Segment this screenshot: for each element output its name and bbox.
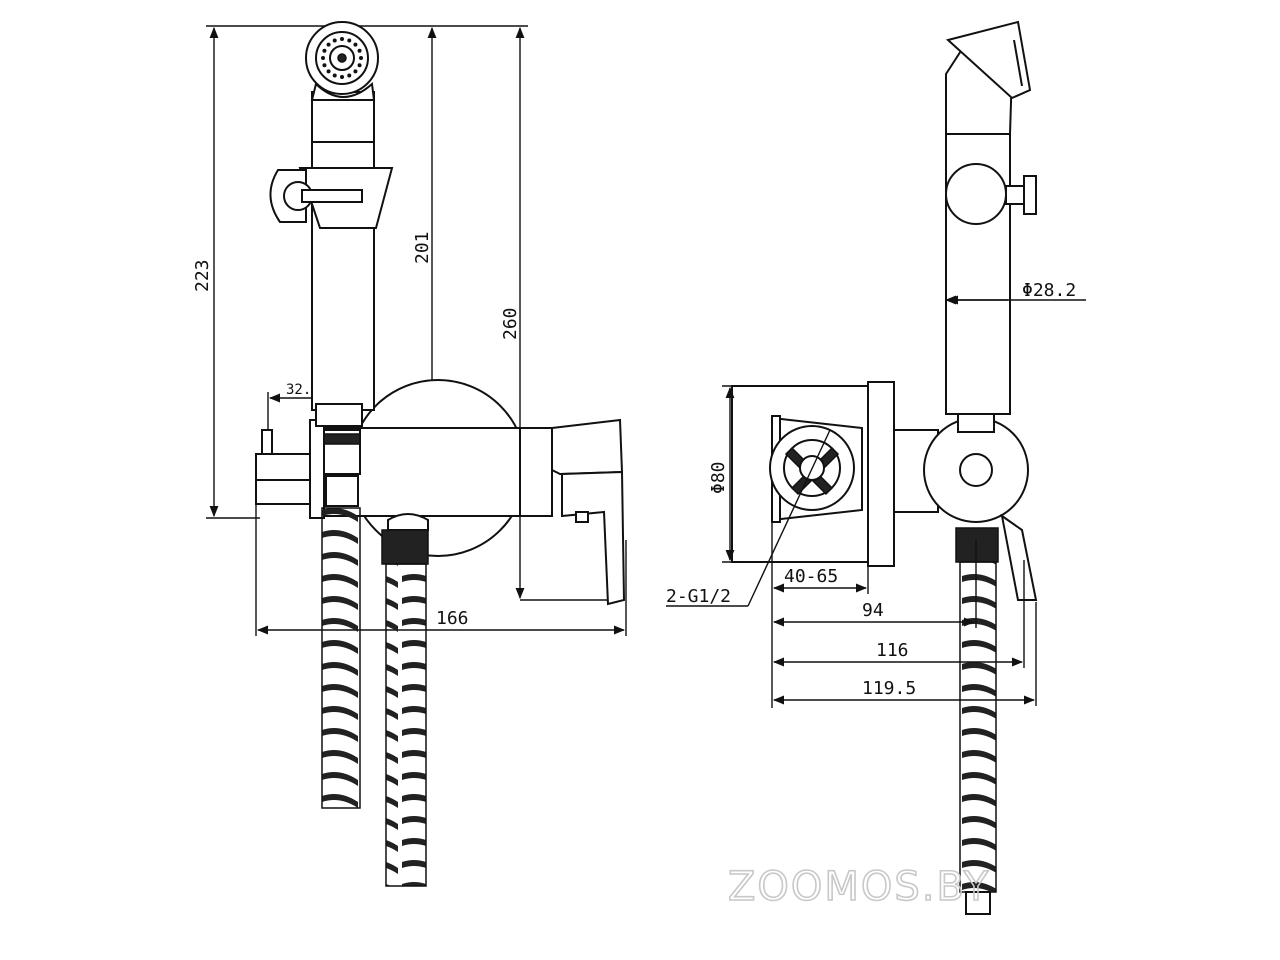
dim-119-5-label: 119.5 bbox=[862, 678, 916, 699]
nozzle-hole bbox=[353, 42, 358, 47]
side-handle-body bbox=[945, 20, 1032, 415]
side-valve-body bbox=[923, 411, 1038, 601]
side-lever bbox=[945, 163, 1037, 225]
nozzle-hole bbox=[347, 38, 352, 43]
dim-28-2-label: Φ28.2 bbox=[1022, 280, 1076, 301]
nozzle-hole bbox=[340, 75, 344, 79]
front-shower-head bbox=[305, 21, 379, 95]
side-wall-plate bbox=[731, 381, 939, 567]
nozzle-hole bbox=[353, 69, 358, 74]
front-handle-body bbox=[310, 81, 376, 427]
dim-40-65-label: 40-65 bbox=[784, 566, 838, 587]
front-lever bbox=[269, 167, 394, 229]
dim-80: Φ80 bbox=[708, 385, 740, 563]
nozzle-hole bbox=[332, 38, 337, 43]
nozzle-hole bbox=[359, 56, 363, 60]
dim-166-label: 166 bbox=[436, 608, 469, 629]
thread-label: 2-G1/2 bbox=[666, 586, 731, 607]
nozzle-hole bbox=[321, 56, 325, 60]
nozzle-hole bbox=[322, 48, 327, 53]
dim-166: 166 bbox=[255, 478, 627, 636]
dim-94: 94 bbox=[772, 540, 977, 628]
dim-260-label: 260 bbox=[500, 307, 521, 340]
watermark: ZOOMOS.BY bbox=[728, 864, 990, 910]
dim-94-label: 94 bbox=[862, 600, 884, 621]
nozzle-hole bbox=[326, 42, 331, 47]
nozzle-hole bbox=[326, 69, 331, 74]
nozzle-hole bbox=[357, 48, 362, 53]
nozzle-hole bbox=[322, 63, 327, 68]
nozzle-hole bbox=[340, 37, 344, 41]
dim-201-label: 201 bbox=[412, 231, 433, 264]
front-hose-2 bbox=[381, 513, 429, 887]
side-hose bbox=[955, 527, 999, 915]
dim-223: 223 bbox=[192, 25, 330, 519]
nozzle-hole bbox=[332, 73, 337, 78]
nozzle-hole bbox=[347, 73, 352, 78]
dim-116-label: 116 bbox=[876, 640, 909, 661]
dim-40-65: 40-65 bbox=[771, 520, 869, 708]
dim-80-label: Φ80 bbox=[708, 461, 729, 494]
dim-116: 116 bbox=[772, 560, 1025, 668]
thread-leader: 2-G1/2 bbox=[666, 429, 831, 607]
nozzle-hole bbox=[357, 63, 362, 68]
front-hose-1 bbox=[321, 507, 361, 809]
dim-119-5: 119.5 bbox=[772, 602, 1037, 706]
front-mixer-body bbox=[321, 418, 626, 606]
front-wall-flange bbox=[255, 419, 325, 519]
dim-223-label: 223 bbox=[192, 259, 213, 292]
dim-28-2: Φ28.2 bbox=[944, 280, 1086, 305]
side-view: Φ28.2 Φ80 40-65 2-G1/2 94 bbox=[666, 20, 1086, 915]
front-view: 223 201 260 32.3 166 bbox=[192, 21, 627, 887]
front-coupling bbox=[323, 429, 361, 507]
